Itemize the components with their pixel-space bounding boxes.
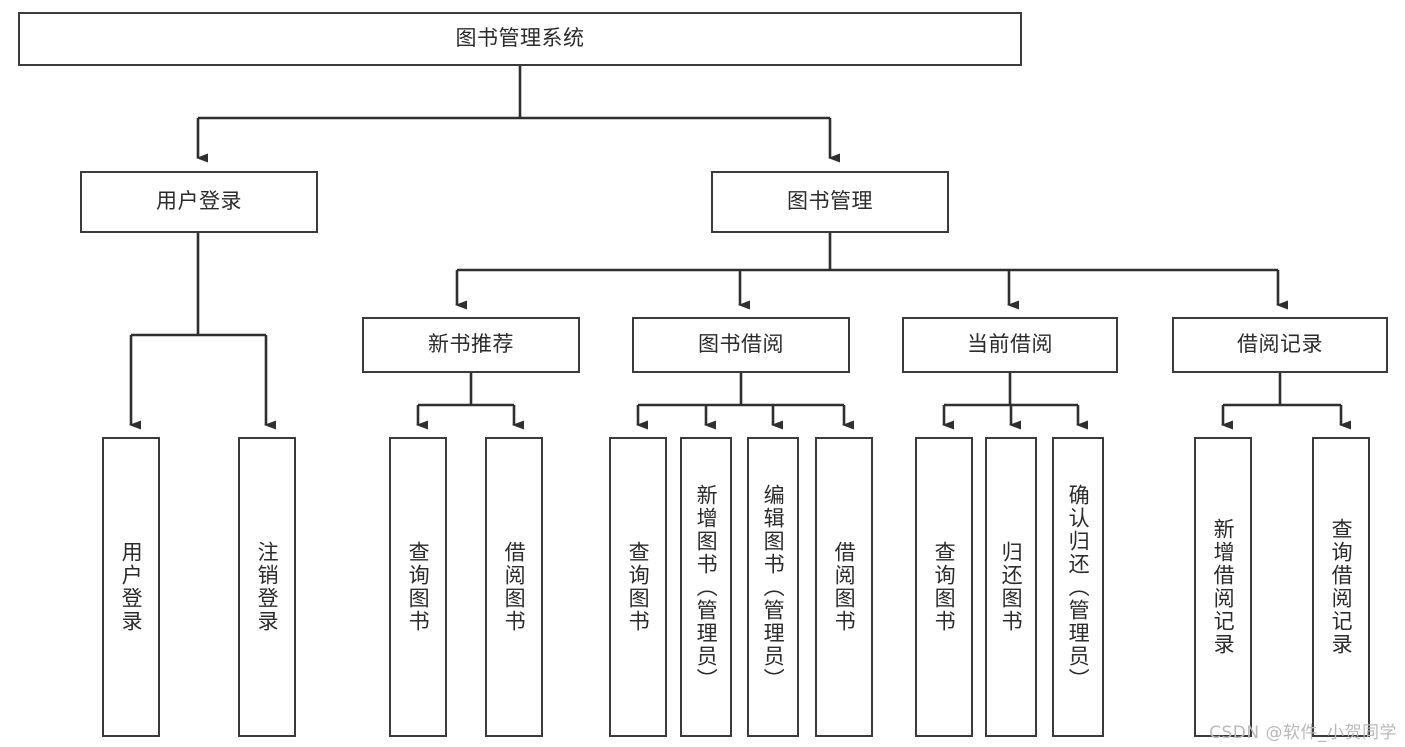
node-user-login[interactable]: 用户登录 [80,171,318,233]
node-borrow-record-label: 借阅记录 [1237,332,1323,357]
node-leaf-borrow-book-2[interactable]: 借阅图书 [815,437,873,737]
node-leaf-confirm-return-label: 确认归还（管理员） [1066,483,1091,691]
node-leaf-query-record-label: 查询借阅记录 [1329,518,1354,656]
node-leaf-return-book-label: 归还图书 [999,541,1024,633]
node-leaf-add-book-label: 新增图书（管理员） [694,483,719,691]
node-borrow-record[interactable]: 借阅记录 [1172,317,1388,373]
node-leaf-query-book-2[interactable]: 查询图书 [609,437,667,737]
node-leaf-borrow-book-2-label: 借阅图书 [832,541,857,633]
node-leaf-edit-book[interactable]: 编辑图书（管理员） [747,437,799,737]
node-current-borrow-label: 当前借阅 [967,332,1053,357]
node-leaf-confirm-return[interactable]: 确认归还（管理员） [1052,437,1104,737]
node-leaf-query-book-3[interactable]: 查询图书 [915,437,973,737]
node-book-borrow-label: 图书借阅 [698,332,784,357]
node-leaf-logout[interactable]: 注销登录 [238,437,296,737]
node-leaf-query-book-1-label: 查询图书 [406,541,431,633]
node-leaf-query-book-2-label: 查询图书 [626,541,651,633]
node-new-book-recommend[interactable]: 新书推荐 [362,317,580,373]
node-leaf-edit-book-label: 编辑图书（管理员） [761,483,786,691]
node-new-book-recommend-label: 新书推荐 [428,332,514,357]
node-leaf-query-book-3-label: 查询图书 [932,541,957,633]
node-current-borrow[interactable]: 当前借阅 [902,317,1118,373]
node-leaf-add-book[interactable]: 新增图书（管理员） [680,437,732,737]
node-leaf-add-record-label: 新增借阅记录 [1211,518,1236,656]
node-book-management-label: 图书管理 [787,189,873,214]
node-leaf-return-book[interactable]: 归还图书 [985,437,1037,737]
node-leaf-user-login-label: 用户登录 [119,541,144,633]
node-leaf-add-record[interactable]: 新增借阅记录 [1194,437,1252,737]
node-leaf-user-login[interactable]: 用户登录 [102,437,160,737]
node-leaf-borrow-book-1[interactable]: 借阅图书 [485,437,543,737]
node-leaf-logout-label: 注销登录 [255,541,280,633]
node-root-label: 图书管理系统 [455,26,585,51]
node-leaf-query-book-1[interactable]: 查询图书 [389,437,447,737]
node-book-borrow[interactable]: 图书借阅 [632,317,850,373]
node-user-login-label: 用户登录 [156,189,242,214]
node-root[interactable]: 图书管理系统 [18,12,1022,66]
node-leaf-query-record[interactable]: 查询借阅记录 [1312,437,1370,737]
node-leaf-borrow-book-1-label: 借阅图书 [502,541,527,633]
watermark-text: CSDN @软件_小贺同学 [1209,723,1397,743]
node-book-management[interactable]: 图书管理 [711,171,949,233]
